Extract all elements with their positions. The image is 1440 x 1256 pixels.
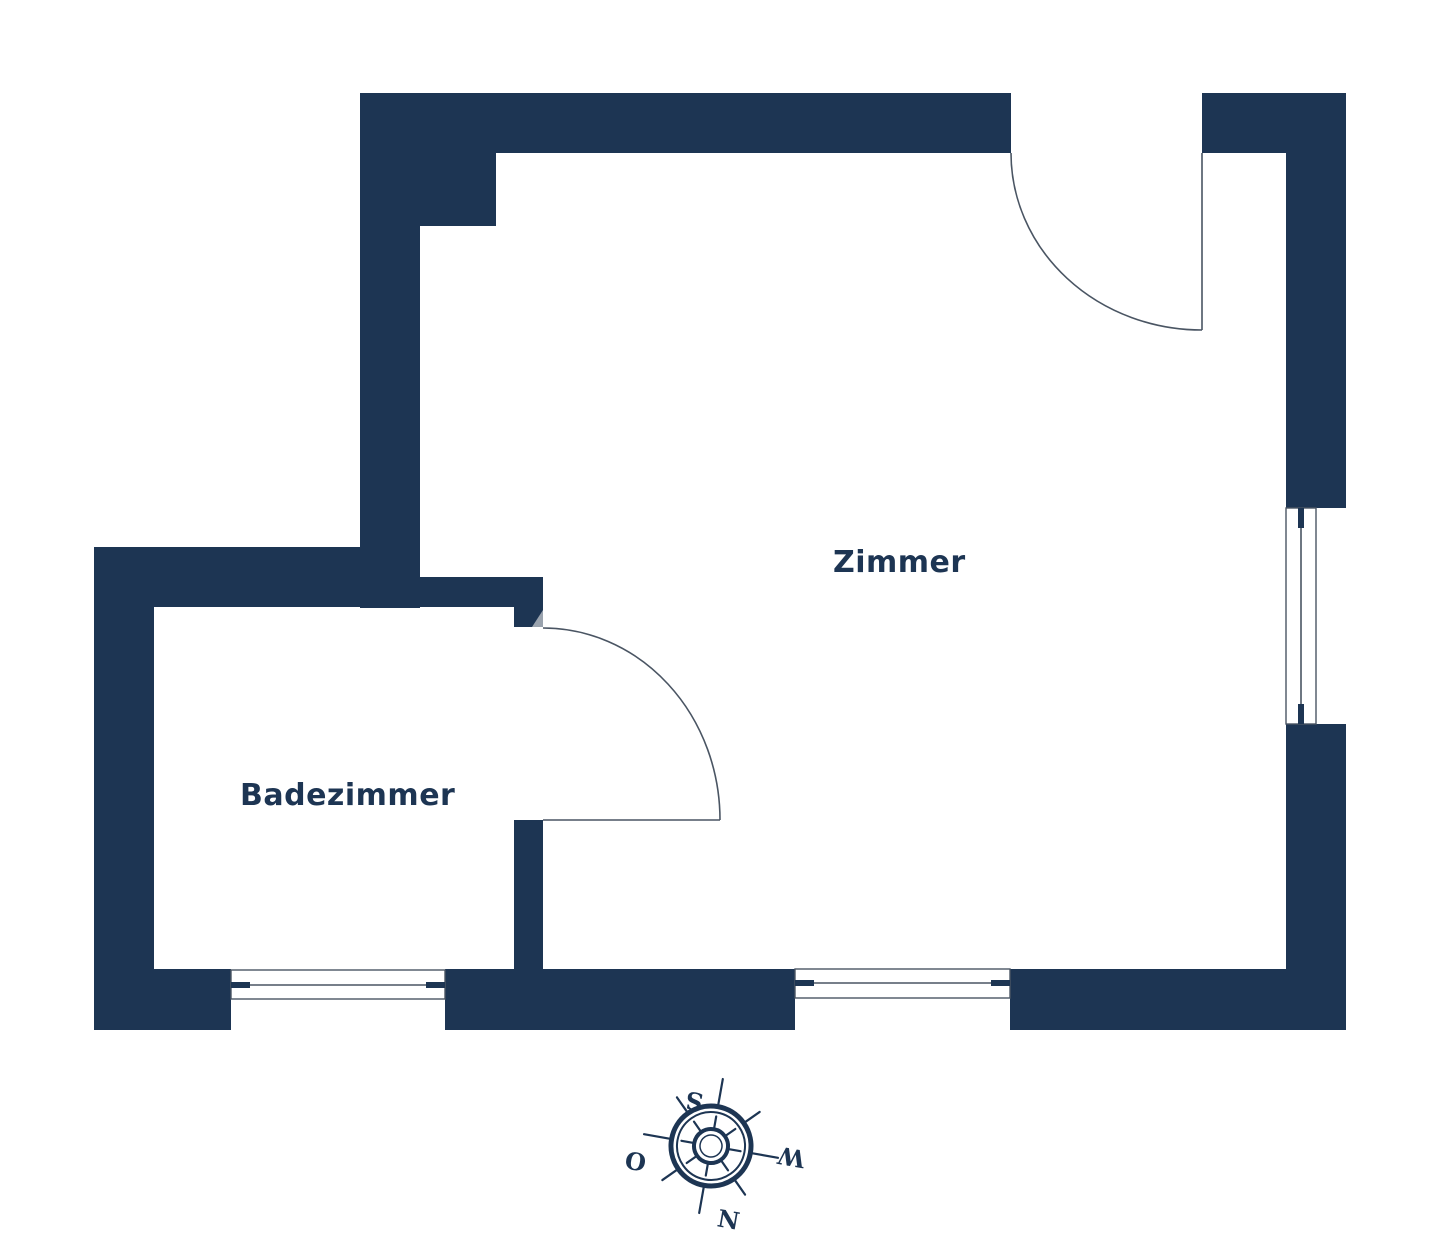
room-label-zimmer: Zimmer: [833, 545, 966, 580]
room-label-badezimmer: Badezimmer: [240, 778, 456, 813]
wall-bath-left: [94, 547, 154, 1030]
zimmer-east-window: [1285, 507, 1317, 725]
door-swing-arc: [542, 627, 721, 821]
entrance-door: [1010, 152, 1203, 331]
wall-partition-top: [420, 577, 543, 607]
wall-bottom-3: [1010, 969, 1346, 1030]
compass-rose-icon: [642, 1077, 780, 1215]
compass-letters: N S W O: [623, 1085, 809, 1236]
wall-partition-lower: [514, 820, 543, 970]
wall-bottom-2: [445, 969, 795, 1030]
wall-main-left: [360, 93, 420, 608]
zimmer-south-window: [794, 968, 1011, 999]
wall-right-upper: [1286, 93, 1346, 508]
wall-bottom-1: [94, 969, 231, 1030]
compass-east-label: O: [623, 1146, 649, 1178]
bathroom-door: [542, 627, 721, 821]
badezimmer-south-window: [230, 969, 446, 1000]
wall-top-left: [360, 93, 1011, 153]
compass-north-label: N: [715, 1203, 742, 1235]
door-jamb-bevel: [532, 610, 543, 627]
door-swing-arc: [1010, 152, 1203, 331]
walls: [94, 93, 1346, 1030]
wall-corner-column: [420, 150, 496, 226]
compass-west-label: W: [775, 1140, 809, 1174]
compass-south-label: S: [683, 1085, 705, 1117]
